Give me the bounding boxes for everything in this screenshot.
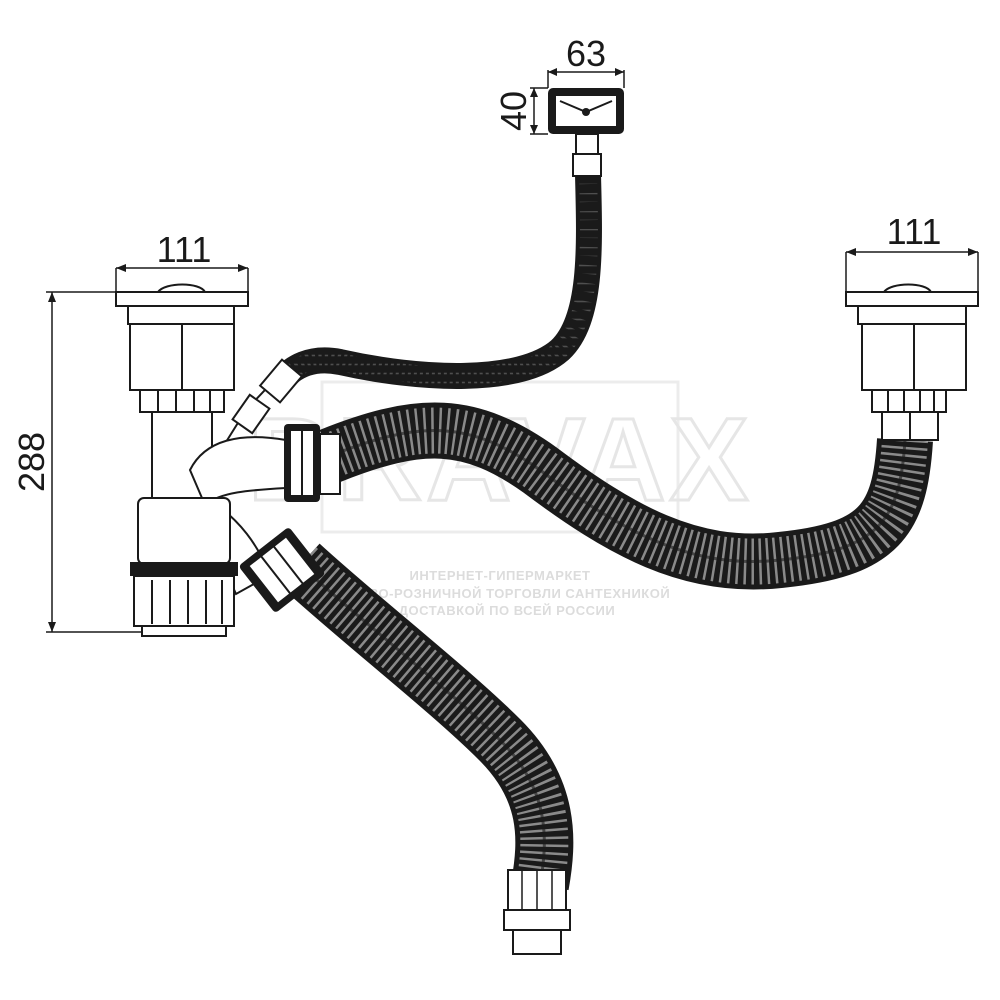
overflow-hose [225, 174, 602, 443]
siphon-bowl [137, 497, 231, 565]
overflow-width-label: 63 [566, 33, 606, 74]
total-height-label: 288 [11, 432, 52, 492]
drain-hose [280, 543, 574, 955]
left-strainer-nut [139, 389, 225, 413]
dimension-overflow-width: 63 [547, 33, 625, 88]
left-width-label: 111 [157, 229, 212, 270]
left-strainer-flange [115, 291, 249, 307]
watermark-line-3: С ДОСТАВКОЙ ПО ВСЕЙ РОССИИ [385, 603, 615, 618]
watermark-line-1: ИНТЕРНЕТ-ГИПЕРМАРКЕТ [409, 568, 590, 583]
connecting-hose [319, 402, 933, 590]
overflow-head [548, 88, 624, 177]
overflow-outlet [575, 133, 599, 155]
right-strainer-cap [882, 283, 933, 293]
right-strainer [845, 283, 979, 441]
drain-hose-ring [503, 909, 571, 931]
overflow-hose-fitting [258, 358, 304, 404]
outlet-nut [239, 528, 325, 612]
overflow-height-label: 40 [493, 91, 534, 131]
branch-nut [284, 424, 341, 502]
siphon-cup-base [141, 625, 227, 637]
drain-hose-tip [512, 929, 562, 955]
overflow-outlet-nut [572, 153, 602, 177]
left-strainer-cap [156, 283, 207, 293]
overflow-hose-nut [231, 393, 271, 435]
siphon-cup [133, 575, 235, 627]
dimension-total-height: 288 [11, 291, 142, 633]
right-width-label: 111 [887, 211, 942, 252]
right-strainer-flange [845, 291, 979, 307]
dimension-overflow-height: 40 [493, 87, 548, 135]
dimension-right-width: 111 [845, 211, 979, 292]
left-strainer [115, 283, 249, 413]
watermark-line-2: ОПТОВО-РОЗНИЧНОЙ ТОРГОВЛИ САНТЕХНИКОЙ [330, 586, 670, 601]
dimension-left-width: 111 [115, 229, 249, 292]
siphon-seal-ring [130, 562, 238, 576]
